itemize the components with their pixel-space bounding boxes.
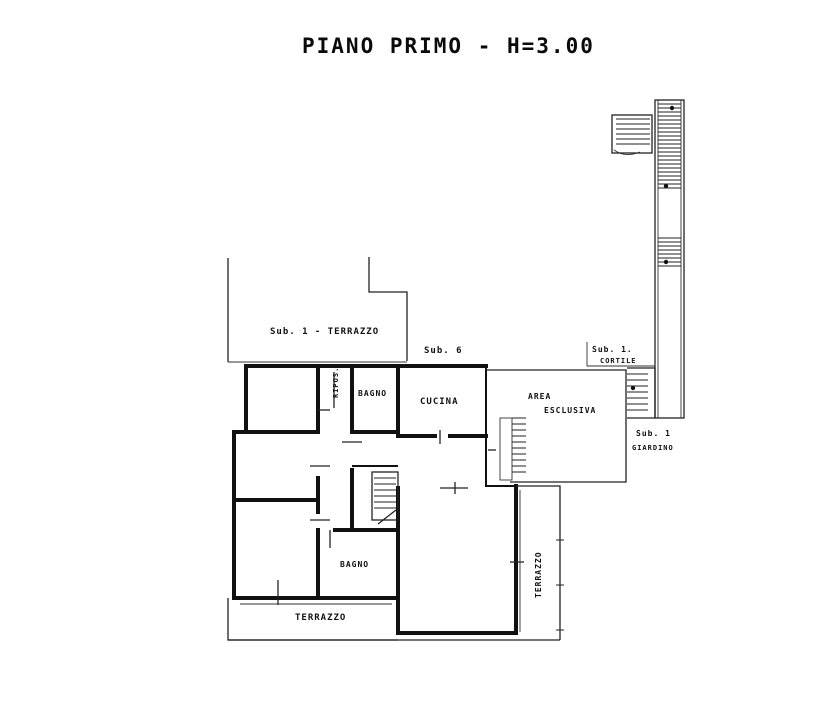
exterior-staircase: [611, 99, 685, 419]
side-terrace: [516, 485, 564, 640]
label-giardino: GIARDINO: [632, 444, 674, 452]
label-bagno-top: BAGNO: [358, 389, 387, 398]
terrace-outline-top: [227, 257, 408, 363]
area-esclusiva-outline: [486, 369, 627, 483]
label-cucina: CUCINA: [420, 397, 459, 407]
bottom-terrace: [227, 598, 560, 641]
plan-title: PIANO PRIMO - H=3.00: [302, 34, 595, 58]
label-cortile: CORTILE: [600, 357, 637, 365]
label-riposi: RIPOS.: [332, 367, 340, 398]
label-sub1-giardino: Sub. 1: [636, 429, 671, 438]
door-openings: [277, 372, 524, 605]
label-area: AREA: [528, 392, 551, 401]
label-bagno-bottom: BAGNO: [340, 560, 369, 569]
label-terrazzo-side: TERRAZZO: [534, 551, 543, 598]
building-exterior-walls: [232, 364, 518, 635]
label-sub1-terrazzo: Sub. 1 - TERRAZZO: [270, 327, 379, 337]
internal-staircase: [371, 471, 399, 525]
label-esclusiva: ESCLUSIVA: [544, 406, 596, 415]
label-terrazzo-bottom: TERRAZZO: [295, 613, 346, 623]
label-sub1-cortile: Sub. 1.: [592, 345, 633, 354]
label-sub6: Sub. 6: [424, 346, 463, 356]
cortile-outline: [586, 342, 655, 367]
interior-walls: [232, 364, 488, 600]
